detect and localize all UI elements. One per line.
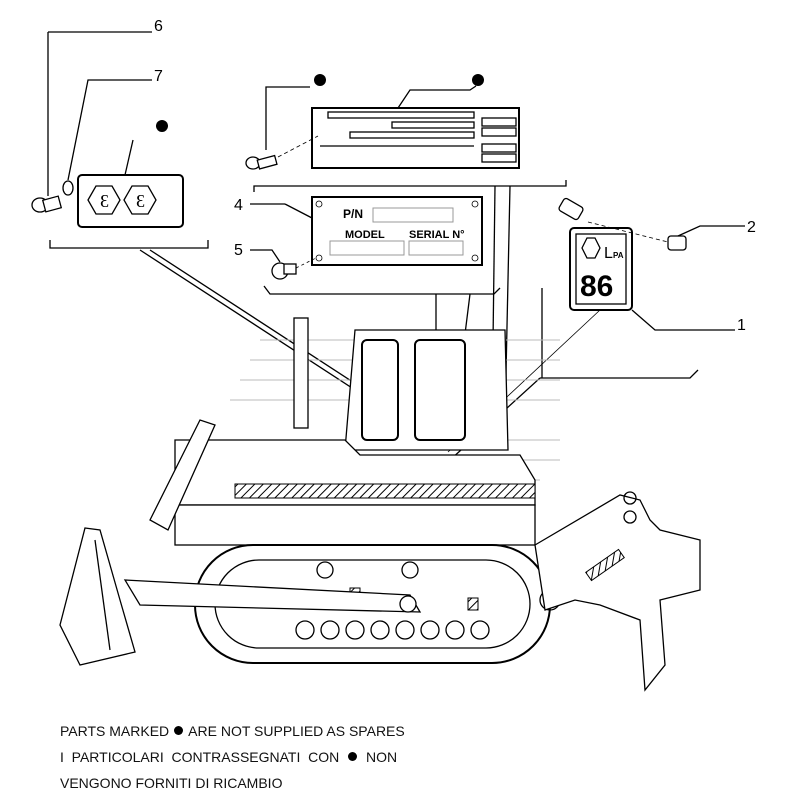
not-supplied-dot-icon: [472, 74, 484, 86]
note-line-1: PARTS MARKED ARE NOT SUPPLIED AS SPARES: [60, 718, 405, 744]
model-field: [329, 240, 405, 256]
info-decal: [311, 107, 520, 169]
pn-field: [372, 207, 454, 223]
plate-model-label: MODEL: [345, 229, 385, 241]
lpa-subscript: PA: [613, 251, 624, 260]
callout-4: 4: [234, 197, 243, 214]
note-line-2: I PARTICOLARI CONTRASSEGNATI CON NON: [60, 744, 405, 770]
serial-plate-group: 4 P/N MODEL SERIAL N° 5: [234, 196, 501, 295]
not-supplied-dot-icon: [348, 752, 358, 761]
noise-level-value: 86: [580, 270, 613, 303]
note-text: PARTS MARKED: [60, 723, 170, 739]
note-line-3: VENGONO FORNITI DI RICAMBIO: [60, 775, 283, 791]
fastener-icon: [558, 197, 584, 221]
callout-1: 1: [737, 317, 746, 334]
note-text: NON: [366, 749, 398, 765]
ce-decal: [77, 174, 184, 228]
callout-7: 7: [154, 68, 163, 85]
ce-decal-group: 6 7 Ɛ Ɛ: [31, 18, 209, 249]
bulldozer-illustration: [59, 317, 701, 692]
notes-block: PARTS MARKED ARE NOT SUPPLIED AS SPARES I…: [60, 718, 405, 796]
lpa-label: L: [604, 245, 613, 262]
serial-plate: [311, 196, 483, 266]
serial-field: [408, 240, 464, 256]
callout-5: 5: [234, 242, 243, 259]
screw-icon: [667, 235, 687, 251]
callout-6: 6: [154, 18, 163, 35]
callout-2: 2: [747, 219, 756, 236]
not-supplied-dot-icon: [156, 120, 168, 132]
noise-decal-group: 2 L PA 86 1: [540, 197, 756, 379]
plate-pn-label: P/N: [343, 207, 363, 221]
plate-serial-label: SERIAL N°: [409, 229, 465, 241]
screw-icon: [245, 154, 278, 170]
note-text: I PARTICOLARI CONTRASSEGNATI CON: [60, 749, 340, 765]
label-plate-group: [245, 74, 567, 192]
svg-text:Ɛ: Ɛ: [100, 191, 109, 211]
svg-text:Ɛ: Ɛ: [136, 191, 145, 211]
not-supplied-dot-icon: [174, 726, 184, 735]
track-rollers: [295, 561, 561, 640]
washer-icon: [62, 180, 74, 196]
note-text: ARE NOT SUPPLIED AS SPARES: [188, 723, 405, 739]
rivet-icon: [271, 262, 297, 280]
noise-decal: [569, 227, 633, 311]
screw-icon: [31, 195, 63, 213]
not-supplied-dot-icon: [314, 74, 326, 86]
